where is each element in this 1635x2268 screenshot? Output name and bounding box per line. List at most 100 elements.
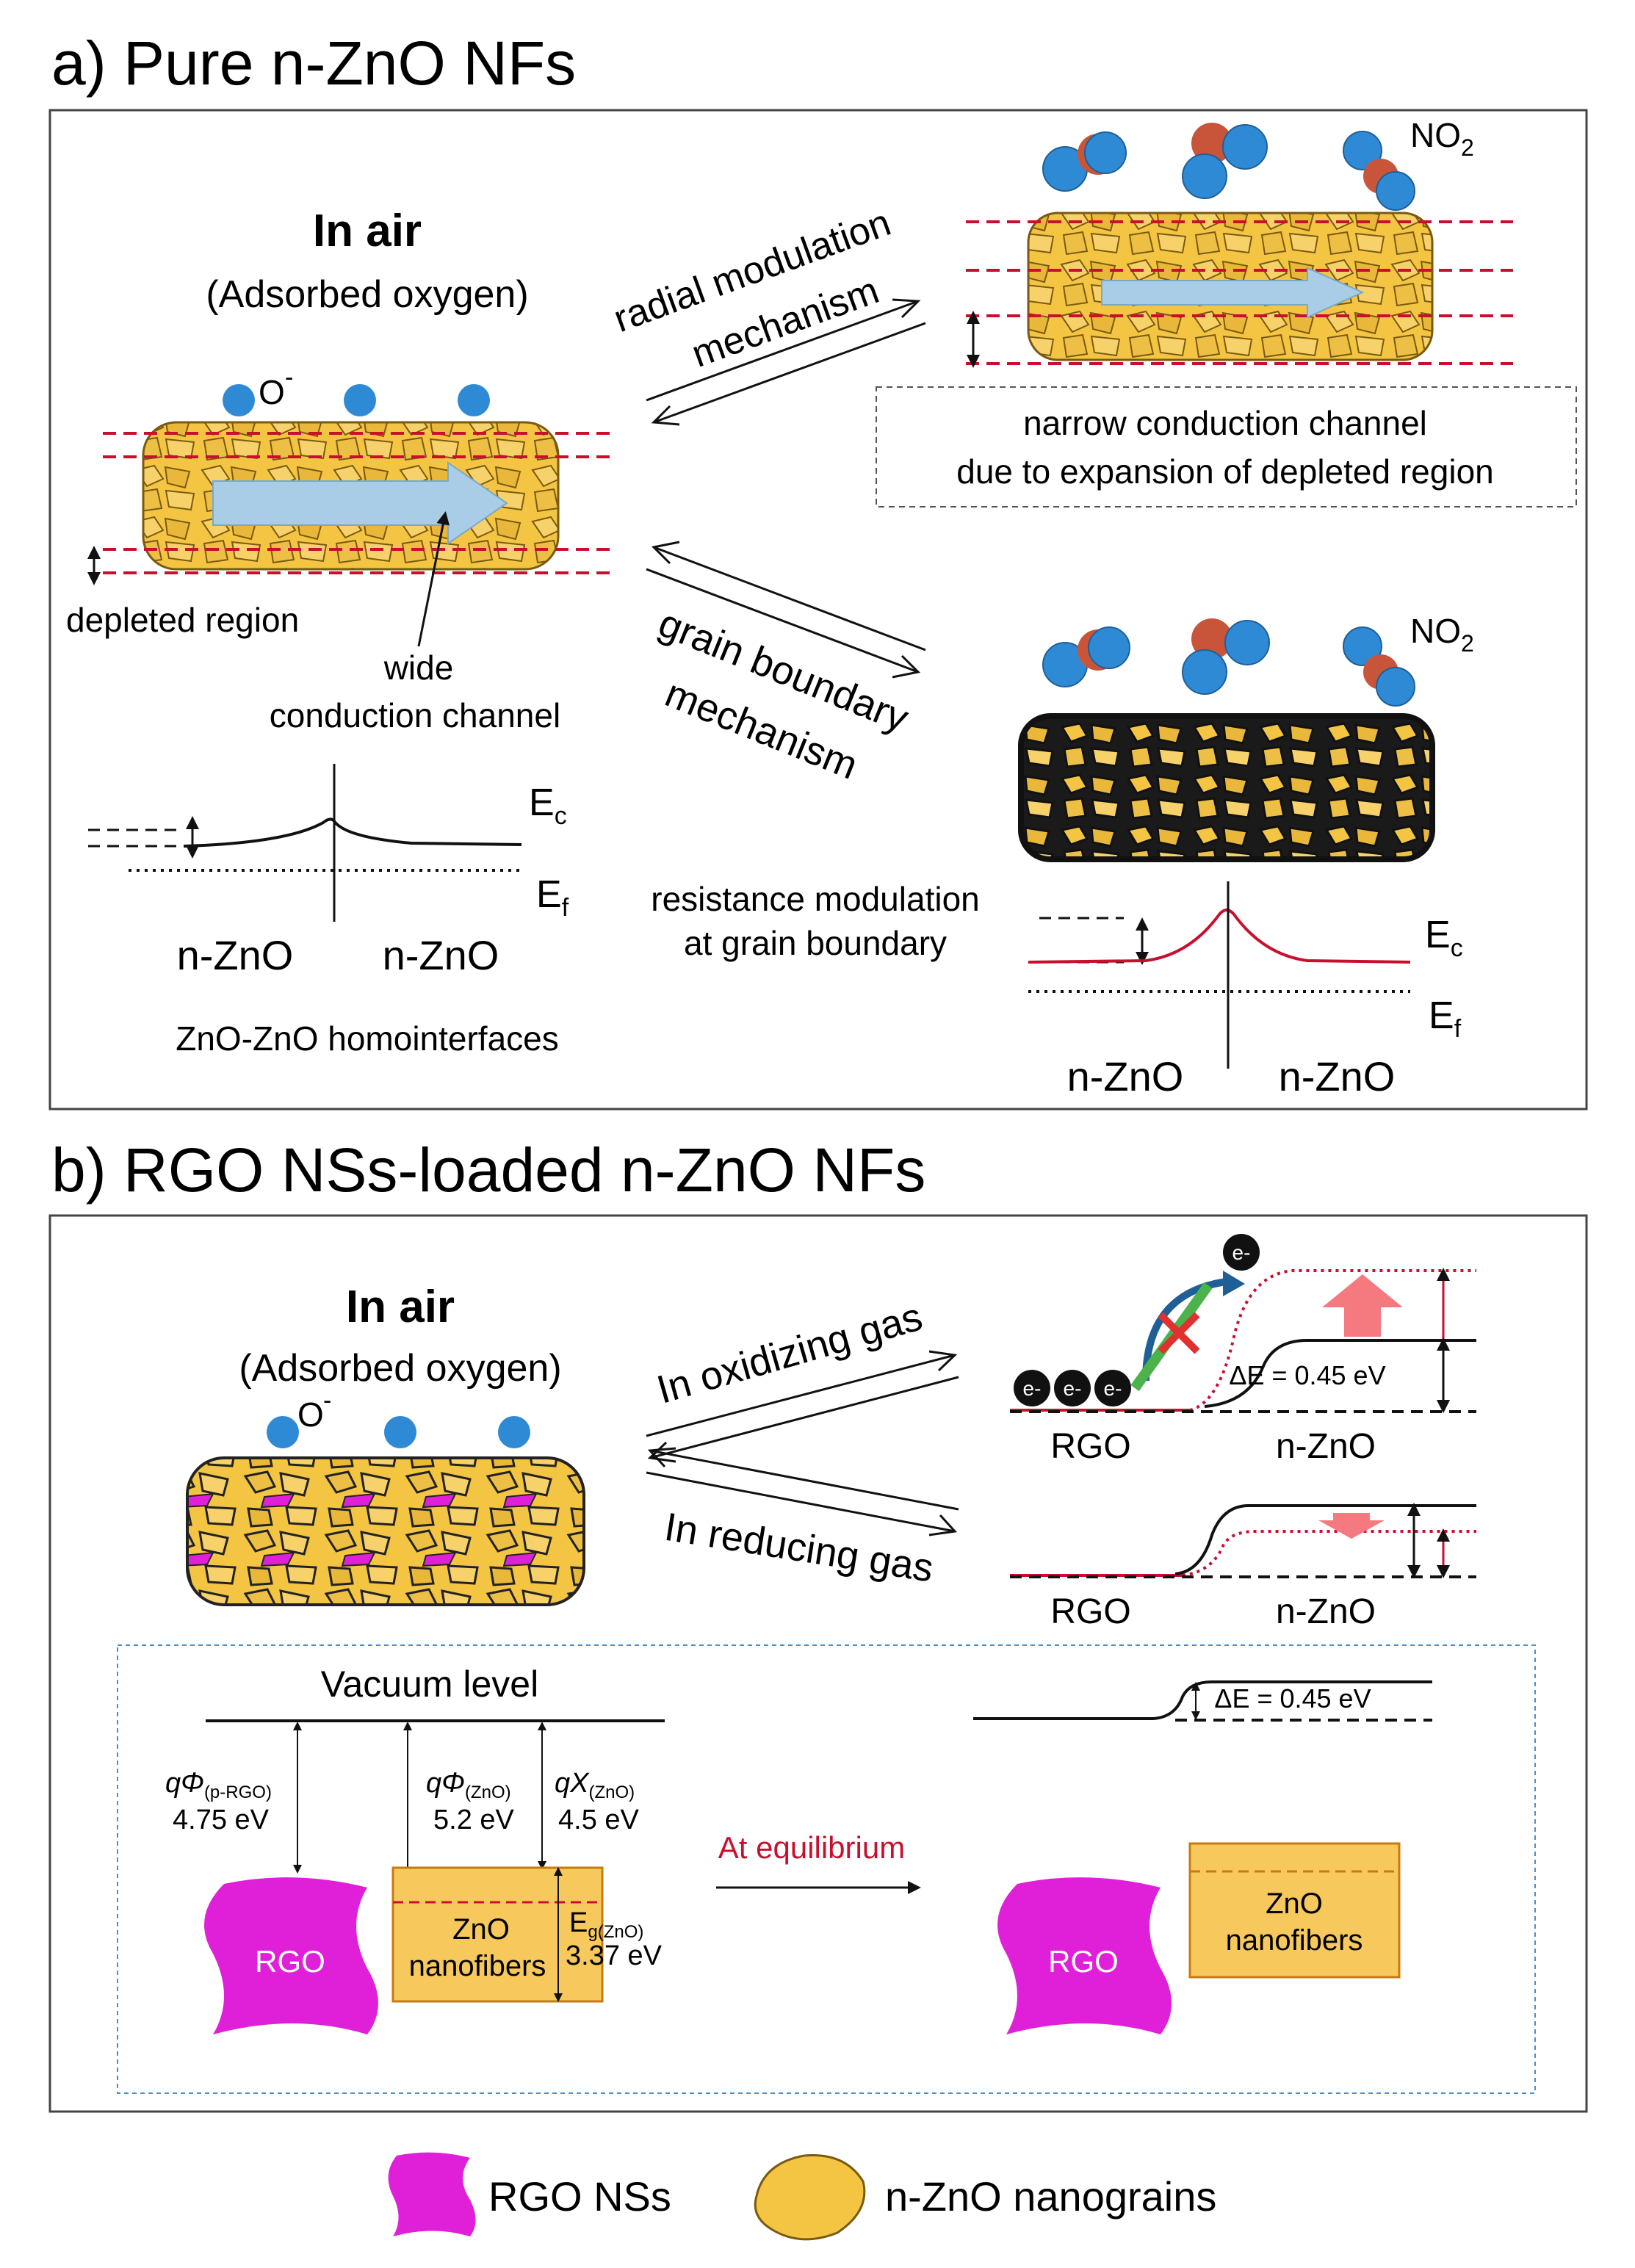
phi-zno-value: 5.2 eV [433,1805,515,1835]
vacuum-level-label: Vacuum level [321,1664,538,1705]
reducing-gas-label: In reducing gas [662,1505,936,1591]
panel-b-frame [48,1214,1588,2113]
panel-b-adsorbed-oxygen: (Adsorbed oxygen) [239,1347,561,1390]
conduction-channel-label: conduction channel [270,696,560,734]
panel-a-title: a) Pure n-ZnO NFs [51,29,576,98]
reducing-gas-arrows [646,1447,959,1536]
panel-a-ef-right: Ef [1429,994,1462,1043]
zno-label: ZnO [1266,1888,1323,1920]
electron-label: e- [1023,1377,1042,1400]
narrow-channel-arrow-icon [1101,267,1365,319]
rgo-legend-label: RGO NSs [488,2173,671,2220]
rgo-sheet-icon [997,1877,1172,2034]
chi-zno-label: qX(ZnO) [555,1768,635,1802]
oxygen-ion-charge: - [285,364,293,391]
phi-rgo-value: 4.75 eV [173,1805,270,1835]
oxygen-ion-icon [223,384,255,416]
panel-a-no2-mid [1042,618,1415,707]
wide-label: wide [383,649,454,687]
rgo-sheet-icon [204,1877,378,2034]
oxygen-ion-label: O [259,373,285,411]
rgo-sheet-label: RGO [255,1944,325,1979]
panel-a-ec-left: Ec [529,781,567,830]
bandgap-label: Eg(ZnO) [569,1907,643,1942]
zno-band-box [1188,1842,1401,1979]
panel-a-in-air: In air [313,206,422,256]
reducing-band-diagram [1010,1503,1476,1578]
chi-zno-value: 4.5 eV [558,1805,640,1835]
electron-icon [1223,1234,1260,1271]
resistance-modulation-label: resistance modulation [651,880,979,918]
no2-molecule-icon [1182,618,1270,695]
panel-a-ec-right: Ec [1425,914,1463,962]
oxidizing-delta-e: ΔE = 0.45 eV [1229,1360,1385,1390]
zno-nanofibers-label: nanofibers [1226,1924,1363,1957]
panel-a-ef-left: Ef [536,873,569,922]
band-drop-arrow-icon [1318,1513,1385,1539]
oxygen-ion-charge: - [323,1387,331,1415]
panel-a-nzno-left1: n-ZnO [177,932,294,978]
panel-a-homointerfaces: ZnO-ZnO homointerfaces [176,1019,559,1058]
legend: RGO NSs n-ZnO nanograins [388,2152,1216,2241]
panel-b-nanofiber [186,1456,585,1606]
panel-a-frame [48,109,1588,1110]
narrow-channel-reason: due to expansion of depleted region [956,452,1493,491]
panel-a-nanofiber-no2-radial [966,212,1513,365]
panel-a-nanofiber-air [103,421,610,574]
panel-a-adsorbed-oxygen: (Adsorbed oxygen) [206,273,528,316]
energy-band-box [117,1644,1536,2094]
electrons-group: e- e- e- e- [1014,1234,1260,1406]
reducing-rgo-label: RGO [1050,1592,1130,1631]
phi-rgo-label: qΦ(p-RGO) [165,1768,272,1802]
oxygen-ion-icon [458,384,490,416]
electron-label: e- [1232,1241,1251,1264]
no2-molecule-icon [1042,131,1127,192]
equilibrium-band-diagram [973,1680,1432,1722]
oxygen-ion-icon [344,384,376,416]
zno-grain-legend-label: n-ZnO nanograins [885,2173,1216,2220]
no2-molecule-icon [1042,626,1130,687]
band-rise-arrow-icon [1322,1274,1403,1337]
panel-a-nzno-right2: n-ZnO [1279,1053,1396,1099]
no2-molecule-icon [1343,131,1415,211]
panel-a-nanofiber-no2-grain [1018,713,1435,862]
no2-molecule-icon [1343,626,1415,707]
panel-a-no2-top-label: NO2 [1410,116,1474,161]
panel-a-band-no2 [1028,881,1411,1069]
reducing-nzno-label: n-ZnO [1276,1592,1376,1631]
rgo-legend-icon [388,2152,476,2236]
oxidizing-nzno-label: n-ZnO [1276,1427,1376,1466]
zno-grain-legend-icon [754,2153,866,2241]
oxygen-ion-icon [384,1416,416,1448]
zno-band-box [391,1866,604,2003]
no2-molecule-icon [1182,123,1268,199]
electron-icon [1094,1370,1131,1406]
zno-label: ZnO [452,1913,510,1946]
oxygen-ion-icon [267,1416,299,1448]
phi-zno-label: qΦ(ZnO) [426,1768,511,1802]
oxygen-ion-icon [498,1416,530,1448]
oxidizing-gas-arrows [646,1350,959,1463]
grain-boundary-location-label: at grain boundary [684,924,947,962]
oxidizing-band-diagram [1010,1268,1476,1413]
panel-a-no2-mid-label: NO2 [1410,612,1474,657]
electron-icon [1014,1370,1050,1406]
panel-a-nzno-right1: n-ZnO [1067,1053,1184,1099]
wide-channel-pointer [417,511,450,647]
panel-b-oxygen-ions: O - [267,1387,530,1448]
oxidizing-gas-label: In oxidizing gas [652,1295,927,1412]
grain-boundary-arrows [646,541,926,679]
electron-label: e- [1064,1377,1082,1400]
depleted-region-label: depleted region [66,601,299,639]
panel-a-no2-top [1042,123,1415,211]
electron-transfer-arrow-icon [1142,1278,1227,1382]
electron-label: e- [1104,1377,1122,1400]
equilibrium-delta-e: ΔE = 0.45 eV [1214,1683,1371,1713]
panel-b-in-air: In air [346,1282,455,1332]
panel-a-nzno-left2: n-ZnO [383,932,499,978]
radial-modulation-arrows [646,298,926,426]
panel-a-oxygen-ions: O - [223,364,490,416]
oxidizing-rgo-label: RGO [1050,1427,1130,1466]
conduction-channel-arrow-icon [212,461,508,545]
